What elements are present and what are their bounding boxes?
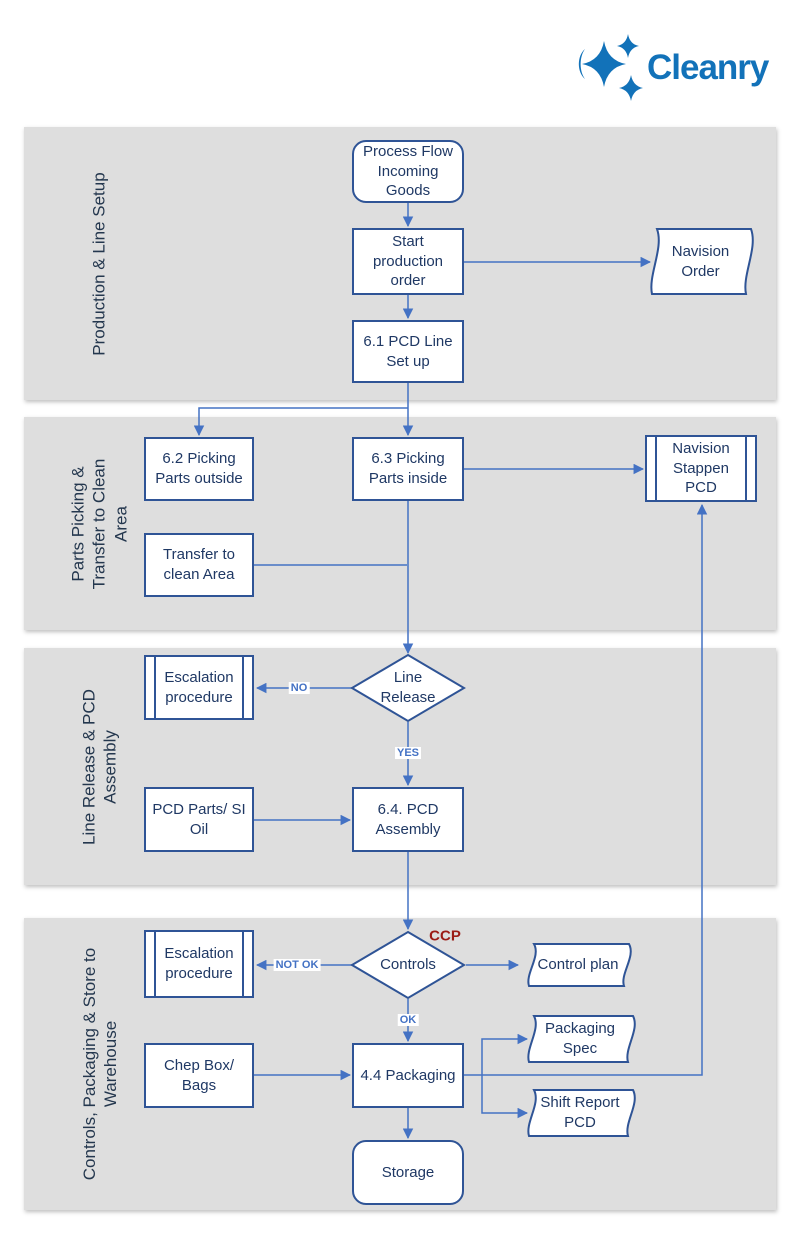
- node-navision-stappen-pcd: Navision Stappen PCD: [645, 435, 757, 502]
- node-navision-order: Navision Order: [645, 228, 758, 295]
- node-start-production-order: Start production order: [352, 228, 464, 295]
- node-shift-report-pcd: Shift Report PCD: [522, 1089, 640, 1137]
- node-packaging-spec: Packaging Spec: [522, 1015, 640, 1063]
- decision-diamond-shape: [350, 930, 466, 1000]
- node-picking-parts-inside: 6.3 Picking Parts inside: [352, 437, 464, 501]
- node-pcd-parts-si-oil: PCD Parts/ SI Oil: [144, 787, 254, 852]
- lane-label-parts-picking: Parts Picking & Transfer to Clean Area: [68, 458, 131, 590]
- edge-label-not-ok: NOT OK: [273, 959, 321, 971]
- cleanry-logo: Cleanry: [576, 32, 769, 104]
- lane-label-production-line-setup: Production & Line Setup: [89, 172, 109, 356]
- edge-label-yes: YES: [394, 747, 422, 759]
- node-line-release-decision: Line Release: [350, 653, 466, 723]
- node-controls-decision: Controls: [350, 930, 466, 1000]
- node-control-plan: Control plan: [522, 943, 636, 987]
- sparkle-icon: [578, 34, 643, 101]
- lane-label-line-release: Line Release & PCD Assembly: [79, 689, 120, 845]
- node-transfer-to-clean-area: Transfer to clean Area: [144, 533, 254, 597]
- node-pcd-line-setup: 6.1 PCD Line Set up: [352, 320, 464, 383]
- node-pcd-assembly: 6.4. PCD Assembly: [352, 787, 464, 852]
- edge-label-no: NO: [288, 682, 310, 694]
- document-shape: [527, 1089, 636, 1137]
- node-picking-parts-outside: 6.2 Picking Parts outside: [144, 437, 254, 501]
- logo-text: Cleanry: [647, 48, 769, 87]
- edge-label-ok: OK: [397, 1014, 419, 1026]
- document-shape: [650, 228, 754, 295]
- node-chep-box-bags: Chep Box/ Bags: [144, 1043, 254, 1108]
- ccp-annotation: CCP: [429, 927, 461, 945]
- decision-diamond-shape: [350, 653, 466, 723]
- node-storage: Storage: [352, 1140, 464, 1205]
- lane-label-controls-packaging: Controls, Packaging & Store to Warehouse: [79, 947, 120, 1181]
- node-process-flow-incoming-goods: Process Flow Incoming Goods: [352, 140, 464, 203]
- node-packaging: 4.4 Packaging: [352, 1043, 464, 1108]
- node-escalation-procedure-2: Escalation procedure: [144, 930, 254, 998]
- node-escalation-procedure-1: Escalation procedure: [144, 655, 254, 720]
